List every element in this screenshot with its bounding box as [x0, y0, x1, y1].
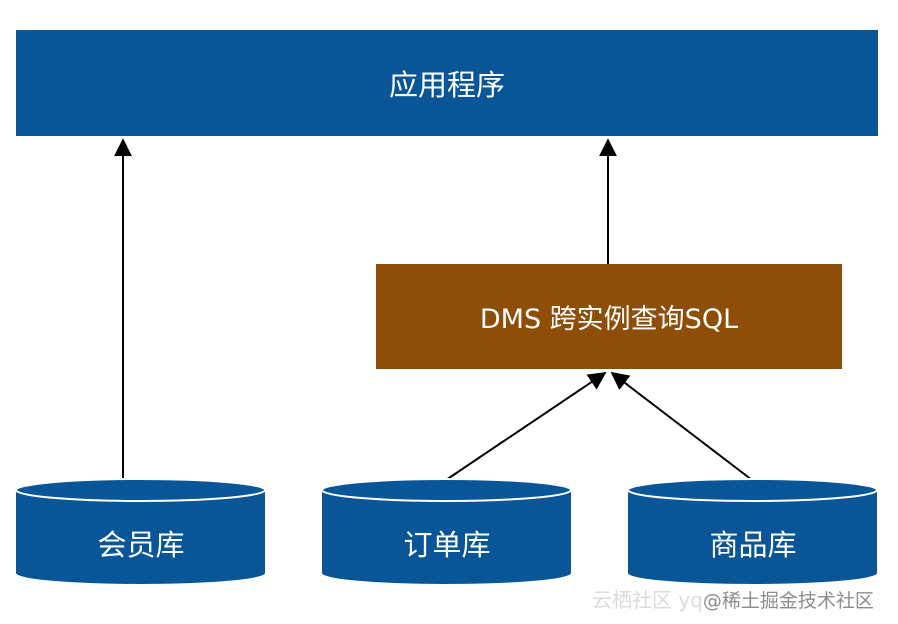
application-box: 应用程序: [16, 30, 878, 136]
dms-query-label: DMS 跨实例查询SQL: [479, 304, 739, 335]
watermark: 云栖社区 yq@稀土掘金技术社区: [592, 584, 892, 616]
database-cylinder-order: [321, 478, 572, 584]
arrow-order-to-dms: [445, 371, 607, 481]
database-label-order: 订单库: [403, 528, 491, 562]
application-label: 应用程序: [388, 68, 505, 102]
dms-query-box: DMS 跨实例查询SQL: [376, 264, 842, 369]
database-cylinder-member: [15, 478, 266, 584]
arrow-product-to-dms: [610, 371, 753, 481]
database-cylinder-product: [627, 478, 878, 584]
database-label-product: 商品库: [709, 528, 797, 562]
watermark-faded-text: 云栖社区 yq: [592, 588, 703, 612]
database-label-member: 会员库: [97, 528, 185, 562]
watermark-source-text: @稀土掘金技术社区: [702, 590, 874, 612]
